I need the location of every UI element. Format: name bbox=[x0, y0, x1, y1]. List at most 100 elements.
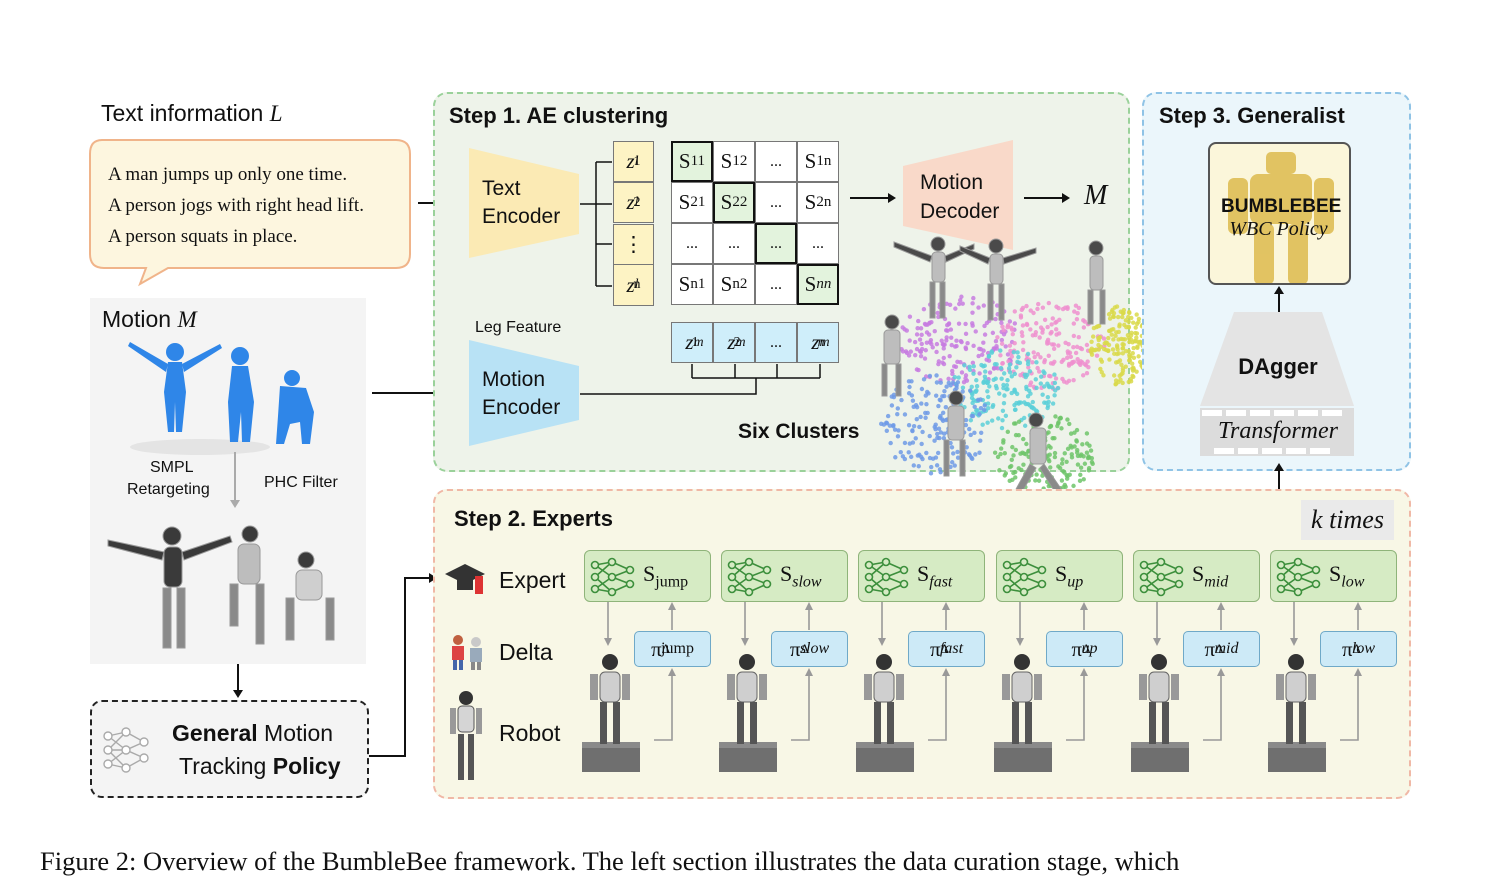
scatter-dot bbox=[1053, 388, 1058, 393]
scatter-dot bbox=[926, 391, 931, 396]
leg-feature-label: Leg Feature bbox=[475, 319, 562, 336]
scatter-dot bbox=[991, 377, 996, 383]
scatter-dot bbox=[963, 321, 968, 327]
scatter-dot bbox=[927, 433, 932, 439]
bumblebee-box bbox=[1208, 142, 1351, 285]
scatter-dot bbox=[1086, 365, 1091, 370]
scatter-dot bbox=[1008, 348, 1013, 354]
scatter-dot bbox=[904, 350, 910, 356]
scatter-dot bbox=[969, 384, 974, 390]
scatter-dot bbox=[935, 435, 940, 441]
scatter-dot bbox=[1053, 414, 1058, 419]
matrix-cell: ... bbox=[713, 223, 755, 264]
scatter-dot bbox=[987, 370, 993, 375]
scatter-dot bbox=[1096, 337, 1102, 343]
network-icon bbox=[1276, 557, 1321, 597]
scatter-dot bbox=[1068, 354, 1074, 360]
scatter-dot bbox=[941, 431, 947, 436]
scatter-dot bbox=[1133, 325, 1138, 330]
scatter-dot bbox=[1111, 314, 1116, 319]
scatter-dot bbox=[888, 440, 893, 446]
expert-arrows bbox=[741, 602, 813, 741]
scatter-dot bbox=[949, 445, 955, 450]
matrix-cell: ... bbox=[671, 223, 713, 264]
scatter-dot bbox=[1035, 365, 1040, 371]
expert-label: Slow bbox=[1329, 561, 1365, 591]
scatter-dot bbox=[980, 422, 985, 427]
scatter-dot bbox=[1079, 346, 1085, 352]
scatter-dot bbox=[970, 310, 975, 315]
scatter-dot bbox=[953, 306, 958, 311]
scatter-dot bbox=[1089, 352, 1095, 357]
scatter-dot bbox=[1045, 324, 1050, 330]
figure-caption: Figure 2: Overview of the BumbleBee fram… bbox=[40, 846, 1180, 876]
text-info-symbol: L bbox=[269, 101, 283, 126]
scatter-dot bbox=[983, 377, 988, 382]
scatter-dot bbox=[936, 403, 941, 409]
matrix-cell: ... bbox=[755, 141, 797, 182]
matrix-cell: ... bbox=[755, 182, 797, 223]
scatter-dot bbox=[1095, 324, 1100, 329]
scatter-dot bbox=[958, 297, 963, 303]
scatter-dot bbox=[908, 349, 914, 354]
robot-photo-fast bbox=[856, 654, 914, 772]
motion-encoder-connector bbox=[580, 364, 821, 395]
scatter-dot bbox=[924, 340, 930, 345]
scatter-dot bbox=[940, 410, 946, 416]
scatter-dot bbox=[982, 407, 987, 413]
scatter-dot bbox=[1129, 330, 1134, 336]
text-line-1: A man jumps up only one time. bbox=[108, 164, 348, 185]
scatter-dot bbox=[993, 338, 999, 344]
scatter-dot bbox=[1065, 355, 1070, 361]
scatter-dot bbox=[884, 428, 890, 433]
robot-photo-up bbox=[994, 654, 1052, 772]
scatter-dot bbox=[978, 405, 984, 411]
scatter-dot bbox=[1028, 327, 1033, 332]
k-times-label: k times bbox=[1301, 500, 1394, 540]
scatter-dot bbox=[1066, 361, 1072, 367]
scatter-dot bbox=[1037, 335, 1042, 340]
scatter-dot bbox=[970, 301, 975, 306]
scatter-dot bbox=[1007, 319, 1013, 324]
scatter-dot bbox=[1019, 467, 1024, 473]
scatter-dot bbox=[916, 367, 921, 373]
robot-icon bbox=[450, 691, 482, 780]
scatter-dot bbox=[1005, 352, 1011, 357]
scatter-dot bbox=[990, 404, 995, 410]
scatter-dot bbox=[1063, 484, 1068, 490]
scatter-dot bbox=[925, 410, 930, 416]
scatter-dot bbox=[1025, 361, 1031, 367]
scatter-dot bbox=[942, 388, 947, 394]
scatter-dot bbox=[1080, 442, 1085, 447]
scatter-dot bbox=[948, 327, 954, 332]
scatter-dot bbox=[973, 452, 978, 457]
scatter-dot bbox=[1054, 327, 1059, 332]
scatter-dot bbox=[1109, 309, 1115, 314]
scatter-dot bbox=[943, 405, 949, 410]
scatter-dot bbox=[1063, 340, 1068, 345]
scatter-dot bbox=[1017, 360, 1023, 366]
scatter-dot bbox=[1069, 455, 1075, 460]
scatter-dot bbox=[970, 456, 975, 462]
row-robot-label: Robot bbox=[499, 720, 561, 746]
scatter-dot bbox=[1084, 371, 1090, 376]
scatter-dot bbox=[956, 321, 962, 326]
scatter-dot bbox=[1077, 478, 1083, 484]
scatter-dot bbox=[1033, 478, 1038, 483]
scatter-dot bbox=[974, 384, 980, 389]
scatter-dot bbox=[907, 314, 913, 319]
scatter-dot bbox=[938, 430, 944, 435]
scatter-dot bbox=[916, 464, 921, 469]
scatter-dot bbox=[999, 376, 1004, 381]
expert-box-up: Sup bbox=[996, 550, 1123, 602]
scatter-dot bbox=[933, 393, 939, 398]
motion-encoder-label-2: Encoder bbox=[482, 396, 561, 419]
scatter-dot bbox=[892, 427, 898, 432]
scatter-dot bbox=[919, 346, 925, 352]
scatter-dot bbox=[946, 380, 951, 386]
scatter-dot bbox=[938, 469, 943, 475]
scatter-dot bbox=[1010, 332, 1015, 337]
scatter-dot bbox=[885, 413, 891, 419]
